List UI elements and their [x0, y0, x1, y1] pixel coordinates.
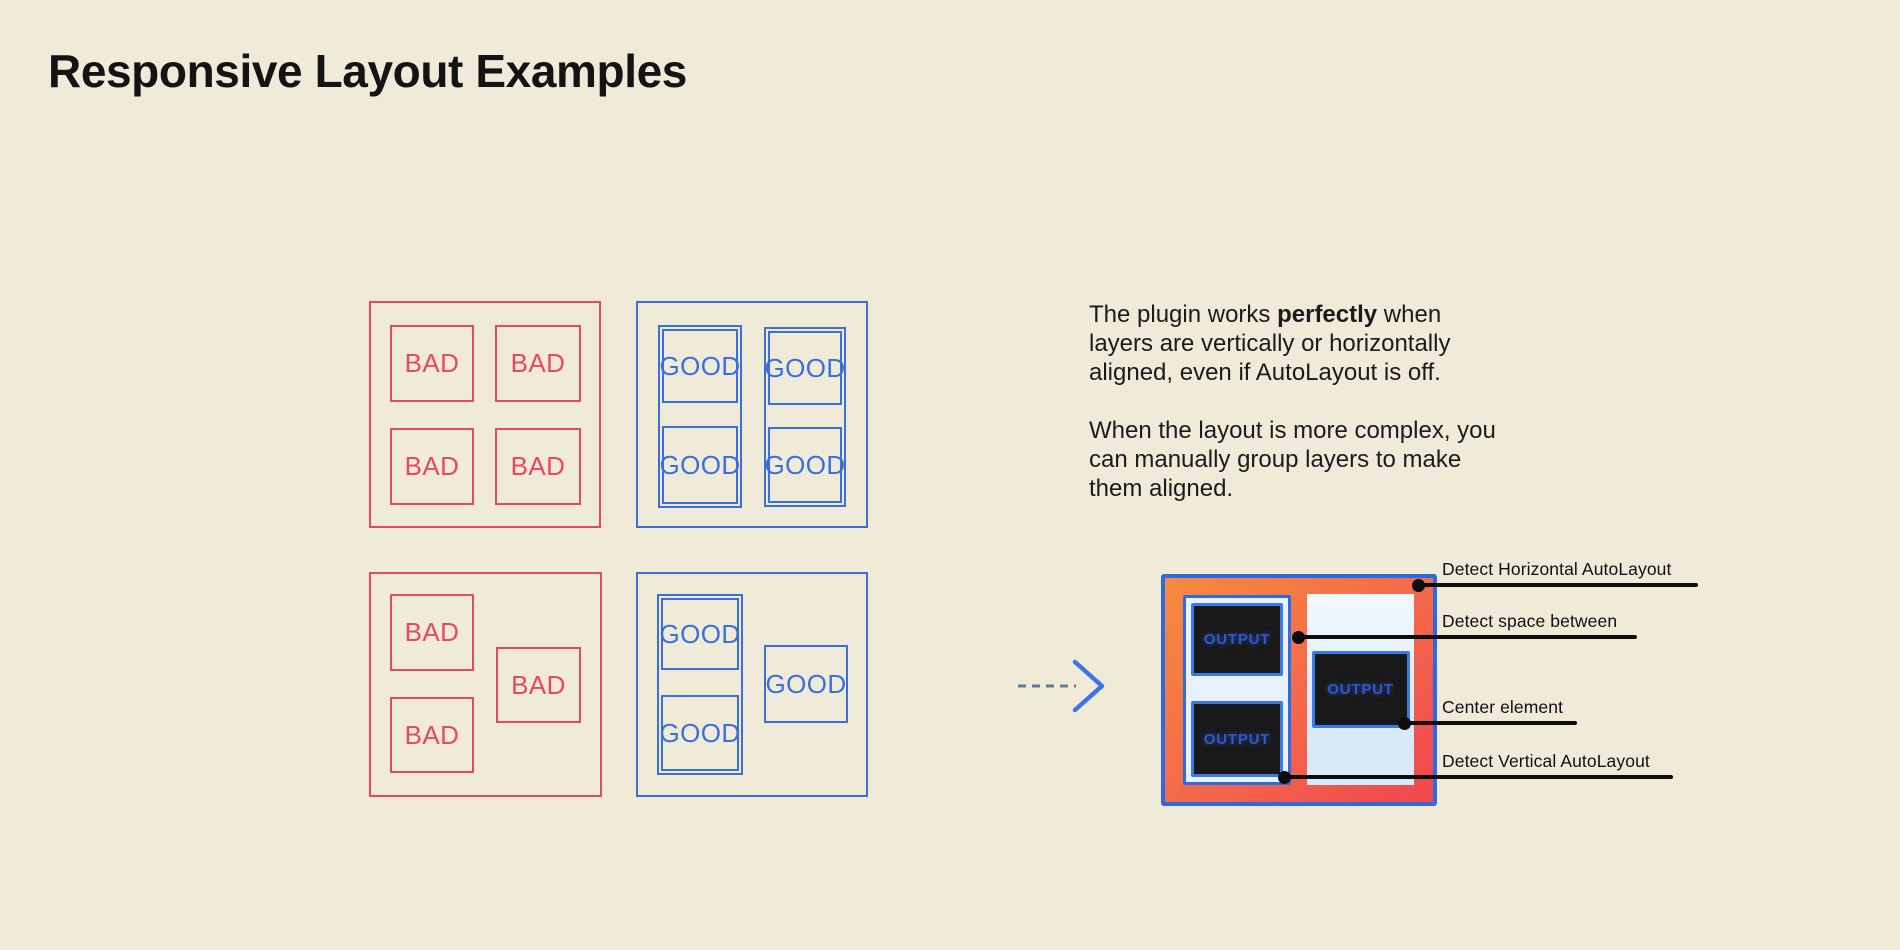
good-label: GOOD [659, 717, 741, 748]
good-label: GOOD [764, 352, 846, 383]
output-box: OUTPUT [1191, 701, 1283, 777]
good-group: GOOD GOOD [657, 594, 743, 775]
bad-label: BAD [510, 348, 566, 378]
description-line: aligned, even if AutoLayout is off. [1089, 359, 1441, 386]
example-frame-good-grid: GOOD GOOD GOOD GOOD [636, 301, 868, 528]
good-label: GOOD [659, 350, 741, 381]
good-group: GOOD GOOD [764, 327, 846, 507]
good-box: GOOD [764, 645, 848, 723]
bad-label: BAD [511, 669, 566, 700]
output-label: OUTPUT [1203, 730, 1271, 748]
good-box: GOOD [659, 695, 741, 771]
output-frame: OUTPUT OUTPUT OUTPUT [1161, 574, 1437, 806]
bad-label: BAD [510, 451, 566, 481]
description-paragraph-1: The plugin works perfectly when layers a… [1089, 300, 1496, 387]
connector-line [1298, 635, 1637, 639]
good-label: GOOD [659, 449, 741, 480]
bad-label: BAD [404, 719, 460, 750]
description-line: layers are vertically or horizontally [1089, 330, 1451, 357]
bad-box: BAD [390, 428, 474, 505]
example-frame-bad-grid: BAD BAD BAD BAD [369, 301, 601, 528]
page-title: Responsive Layout Examples [48, 45, 687, 97]
good-box: GOOD [659, 329, 741, 403]
good-group: GOOD GOOD [658, 325, 742, 508]
good-box: GOOD [764, 427, 845, 503]
description-line: When the layout is more complex, you [1089, 417, 1496, 444]
output-panel: OUTPUT [1307, 594, 1414, 785]
bad-box: BAD [390, 325, 474, 402]
example-frame-good-free: GOOD GOOD GOOD [636, 572, 868, 797]
bad-box: BAD [496, 647, 581, 723]
bad-label: BAD [404, 617, 460, 647]
output-label: OUTPUT [1327, 681, 1394, 698]
description-line: The plugin works perfectly when [1089, 301, 1442, 328]
bad-box: BAD [495, 325, 581, 402]
connector-line [1284, 775, 1673, 779]
description-paragraph-2: When the layout is more complex, you can… [1089, 416, 1496, 503]
output-box: OUTPUT [1191, 603, 1283, 676]
connector-line [1418, 583, 1698, 587]
good-box: GOOD [659, 598, 741, 670]
bad-box: BAD [390, 594, 474, 671]
good-label: GOOD [765, 668, 847, 699]
good-label: GOOD [659, 618, 741, 649]
example-frame-bad-free: BAD BAD BAD [369, 572, 602, 797]
bad-box: BAD [495, 428, 581, 505]
connector-line [1404, 721, 1577, 725]
output-box-center: OUTPUT [1311, 651, 1410, 728]
description-line: them aligned. [1089, 475, 1234, 502]
arrow-right-icon [1018, 659, 1105, 713]
description-text: The plugin works perfectly when layers a… [1089, 300, 1496, 532]
bad-box: BAD [390, 697, 474, 773]
description-line: can manually group layers to make [1089, 446, 1462, 473]
output-label: OUTPUT [1203, 631, 1271, 648]
good-box: GOOD [764, 331, 845, 405]
annotation-center-element: Center element [1442, 697, 1564, 717]
annotation-detect-space: Detect space between [1442, 611, 1618, 631]
good-label: GOOD [764, 449, 846, 480]
output-group-vertical: OUTPUT OUTPUT [1183, 595, 1291, 785]
bad-label: BAD [404, 451, 460, 481]
annotation-detect-horizontal: Detect Horizontal AutoLayout [1442, 559, 1672, 579]
annotation-detect-vertical: Detect Vertical AutoLayout [1442, 751, 1650, 771]
good-box: GOOD [659, 426, 741, 504]
bad-label: BAD [404, 348, 460, 378]
